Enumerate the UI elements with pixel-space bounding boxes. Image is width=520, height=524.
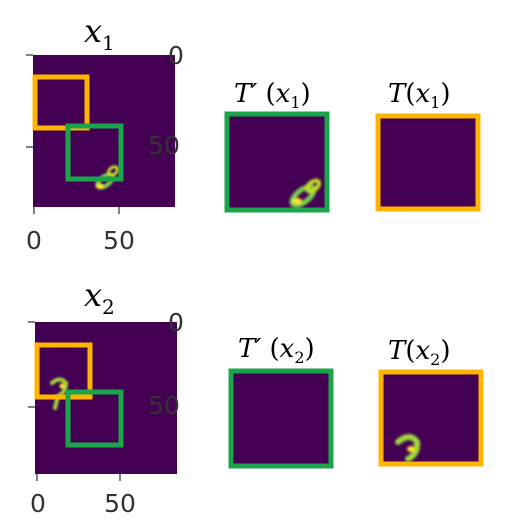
row-1-y-tick-label-0: 0 — [168, 41, 184, 70]
row-1-x-tick-label-0: 0 — [26, 226, 42, 255]
row-2-y-tick-label-50: 50 — [148, 391, 180, 420]
row-2-panel-1 — [228, 368, 334, 469]
row-2-orange-crop-box — [34, 342, 93, 400]
row-1-x-tick-label-50: 50 — [103, 226, 135, 255]
row-2-panel-2 — [378, 369, 484, 467]
row-1-y-tick-label-50: 50 — [148, 131, 180, 160]
row-1-panel-1 — [224, 111, 330, 213]
row-2-panel-2-digit-blob — [395, 434, 421, 462]
row-2-panel-2-label: T(x2) — [388, 336, 451, 369]
row-1-panel-2 — [375, 113, 481, 212]
row-2-title: x2 — [84, 276, 115, 319]
row-2-panel-1-label: T′ (x2) — [238, 334, 315, 367]
row-2-x-tick-label-50: 50 — [104, 489, 136, 518]
row-2-y-tick-label-0: 0 — [168, 308, 184, 337]
row-1-orange-crop-box — [32, 74, 90, 131]
row-1-plot-field — [33, 55, 175, 207]
row-1-panel-1-label: T′ (x1) — [234, 79, 311, 112]
row-1-title: x1 — [84, 12, 115, 55]
row-1-panel-1-digit-blob — [289, 178, 322, 208]
row-2: x2 0 50 0 50 T′ (x2) T(x2) — [28, 276, 484, 518]
row-2-x-tick-label-0: 0 — [30, 489, 46, 518]
row-1-green-crop-box — [65, 123, 124, 182]
row-2-digit-blob — [50, 377, 69, 410]
row-1: x1 0 50 0 50 T′ (x1) — [26, 12, 481, 255]
row-2-green-crop-box — [65, 389, 124, 448]
row-1-panel-2-label: T(x1) — [388, 79, 451, 112]
